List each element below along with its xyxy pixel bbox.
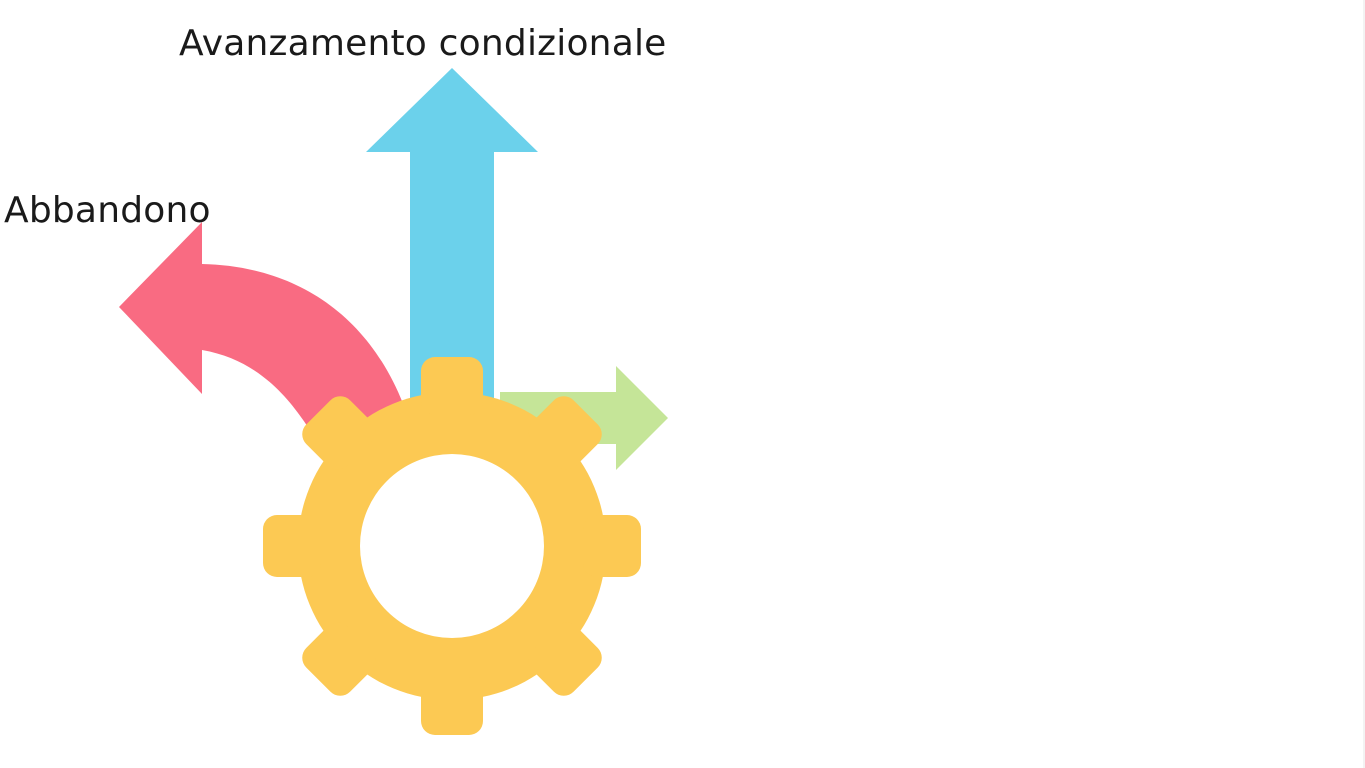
gear-hole [360,454,544,638]
gear-icon [263,357,641,735]
slide-edge [1363,0,1365,768]
label-abandonment: Abbandono [4,190,211,231]
curved-arrow-left-icon [119,222,412,430]
label-conditional-progress: Avanzamento condizionale [179,23,667,64]
arrow-up-icon [366,68,538,420]
